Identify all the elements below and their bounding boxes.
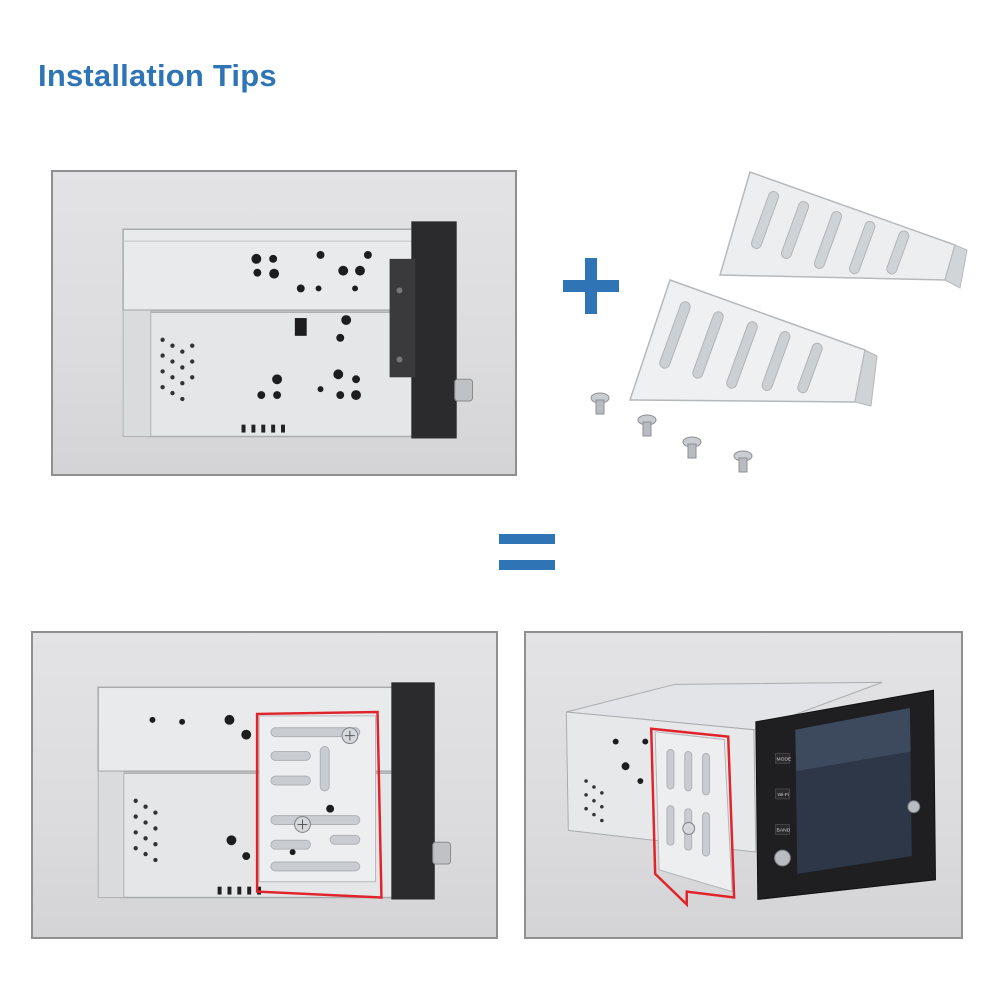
- screws: [590, 392, 753, 473]
- equals-icon: [499, 531, 555, 573]
- bracket-mounted-angled-photo: MODE Wi-Fi BAND: [524, 631, 963, 939]
- mode-button-label: MODE: [777, 756, 792, 762]
- highlight-outline: [255, 710, 383, 899]
- bracket-mounted-side-illustration: [97, 682, 452, 900]
- plus-vertical-bar: [585, 258, 597, 314]
- highlight-outline: [649, 727, 736, 908]
- plus-icon: [563, 258, 619, 314]
- page-title: Installation Tips: [38, 58, 277, 93]
- equals-bottom-bar: [499, 560, 555, 570]
- mounting-brackets-illustration: [590, 171, 968, 473]
- bracket-mounted-angled-illustration: MODE Wi-Fi BAND: [565, 681, 936, 908]
- head-unit-side-illustration: [122, 221, 473, 439]
- band-button-label: BAND: [777, 827, 791, 833]
- head-unit-side-photo: [51, 170, 517, 476]
- bracket-mounted-side-photo: [31, 631, 498, 939]
- wifi-button-label: Wi-Fi: [778, 792, 789, 798]
- mounting-brackets-photo: [575, 170, 975, 490]
- equals-top-bar: [499, 534, 555, 544]
